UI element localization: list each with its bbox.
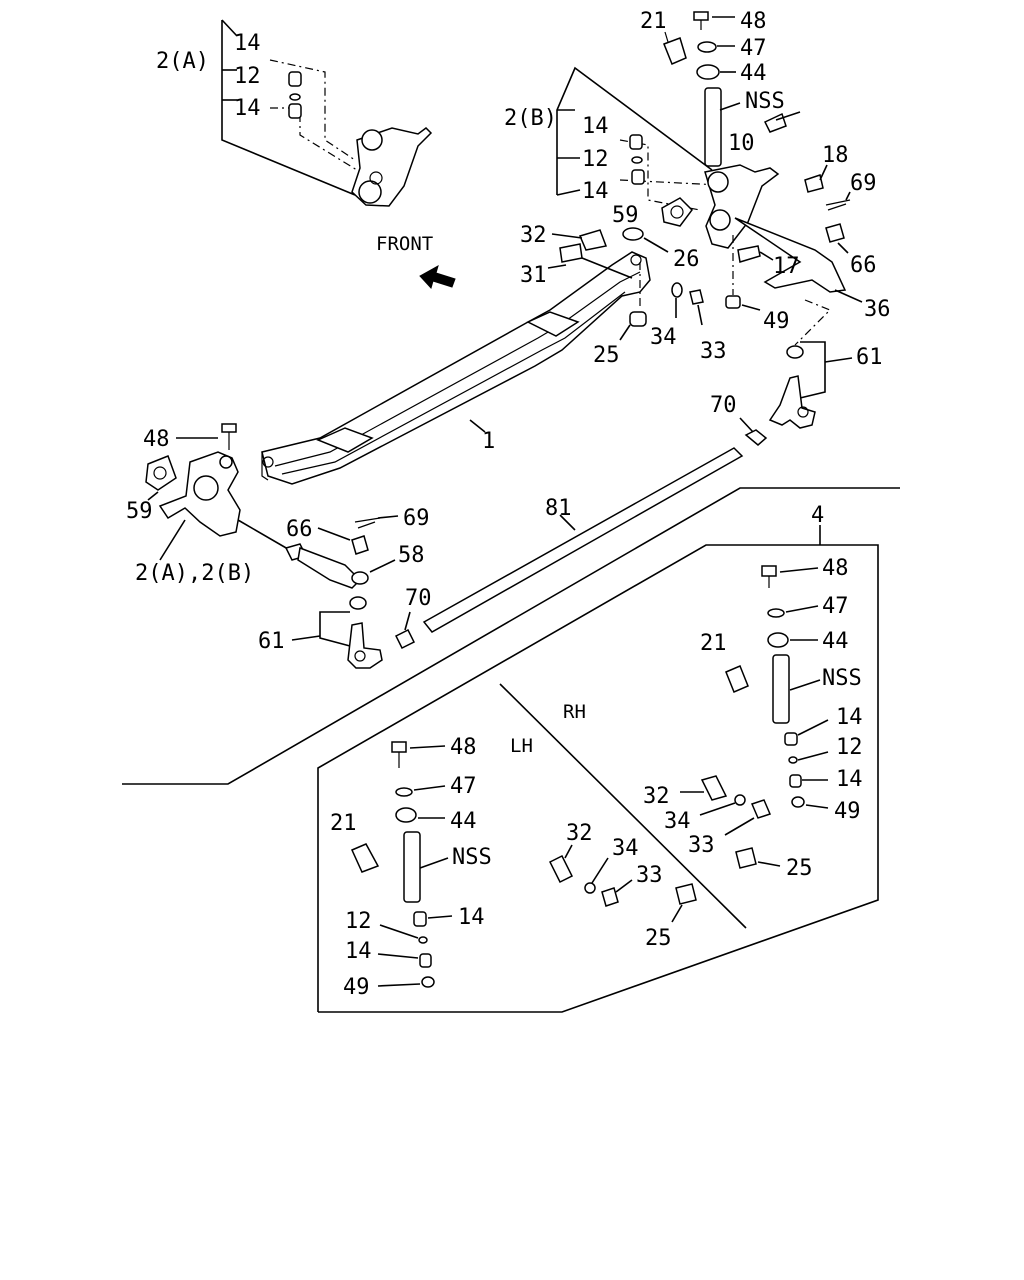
label-2b-top: 2(B) <box>504 106 557 131</box>
label-34-lh: 34 <box>612 836 639 861</box>
label-44-top: 44 <box>740 61 767 86</box>
label-59-top: 59 <box>612 203 639 228</box>
label-21-rh: 21 <box>700 631 727 656</box>
label-36: 36 <box>864 297 891 322</box>
tie-rod-end-right: 61 70 <box>710 341 883 446</box>
label-32-lh: 32 <box>566 821 593 846</box>
label-70-left: 70 <box>405 586 432 611</box>
label-nss-lh: NSS <box>452 845 492 870</box>
label-34-top: 34 <box>650 325 677 350</box>
label-47-lh: 47 <box>450 774 477 799</box>
label-32-top: 32 <box>520 223 547 248</box>
label-47-rh: 47 <box>822 594 849 619</box>
label-49-rh: 49 <box>834 799 861 824</box>
label-lh: LH <box>510 735 533 757</box>
label-14-rh2: 14 <box>836 767 863 792</box>
label-48-rh: 48 <box>822 556 849 581</box>
label-4: 4 <box>811 503 824 528</box>
label-14-b1: 14 <box>582 114 609 139</box>
label-10: 10 <box>728 131 755 156</box>
label-48-lh: 48 <box>450 735 477 760</box>
label-14-rh1: 14 <box>836 705 863 730</box>
front-arrow-icon <box>419 264 456 289</box>
label-59-left: 59 <box>126 499 153 524</box>
label-nss-rh: NSS <box>822 666 862 691</box>
label-21-top: 21 <box>640 9 667 34</box>
label-66-left: 66 <box>286 517 313 542</box>
label-14-lh1: 14 <box>458 905 485 930</box>
axle-beam-group: 1 32 26 31 34 25 33 <box>261 223 727 485</box>
label-44-rh: 44 <box>822 629 849 654</box>
kit-4-group: 4 RH LH <box>122 487 900 1013</box>
label-12-a: 12 <box>234 64 261 89</box>
kit-lh-parts: 48 47 44 21 NSS 14 12 14 49 32 34 33 25 <box>330 735 697 1000</box>
label-21-lh: 21 <box>330 811 357 836</box>
label-81: 81 <box>545 496 572 521</box>
label-17: 17 <box>773 254 800 279</box>
knuckle-left-group: 48 59 66 69 58 2(A),2(B) <box>126 423 430 589</box>
label-33-lh: 33 <box>636 863 663 888</box>
label-69-left: 69 <box>403 506 430 531</box>
label-33-rh: 33 <box>688 833 715 858</box>
label-58: 58 <box>398 543 425 568</box>
label-70-right: 70 <box>710 393 737 418</box>
label-rh: RH <box>563 701 586 723</box>
label-14-a2: 14 <box>234 96 261 121</box>
label-25-lh: 25 <box>645 926 672 951</box>
front-indicator: FRONT <box>376 233 456 289</box>
label-34-rh: 34 <box>664 809 691 834</box>
label-69-top: 69 <box>850 171 877 196</box>
label-12-lh: 12 <box>345 909 372 934</box>
knuckle-2a-group: 2(A) 14 12 14 <box>156 19 433 207</box>
label-48-top: 48 <box>740 9 767 34</box>
label-12-rh: 12 <box>836 735 863 760</box>
label-25-rh: 25 <box>786 856 813 881</box>
knuckle-2b-group: 2(B) 14 12 14 <box>504 9 891 346</box>
label-1: 1 <box>482 429 495 454</box>
label-47-top: 47 <box>740 36 767 61</box>
label-2a-top: 2(A) <box>156 49 209 74</box>
tie-rod-group: 81 <box>422 447 744 633</box>
label-nss-top: NSS <box>745 89 785 114</box>
label-14-a1: 14 <box>234 31 261 56</box>
label-14-lh2: 14 <box>345 939 372 964</box>
label-31: 31 <box>520 263 547 288</box>
label-61-left: 61 <box>258 629 285 654</box>
label-18: 18 <box>822 143 849 168</box>
label-49-top: 49 <box>763 309 790 334</box>
front-label: FRONT <box>376 233 433 255</box>
label-14-b2: 14 <box>582 179 609 204</box>
label-25-top: 25 <box>593 343 620 368</box>
label-61-right: 61 <box>856 345 883 370</box>
label-33-top: 33 <box>700 339 727 364</box>
label-12-b: 12 <box>582 147 609 172</box>
label-26: 26 <box>673 247 700 272</box>
label-66-top: 66 <box>850 253 877 278</box>
kit-rh-parts: 48 47 44 21 NSS 14 12 14 49 32 34 33 25 <box>643 556 863 881</box>
label-48-left: 48 <box>143 427 170 452</box>
label-44-lh: 44 <box>450 809 477 834</box>
label-2a2b: 2(A),2(B) <box>135 561 254 586</box>
label-32-rh: 32 <box>643 784 670 809</box>
label-49-lh: 49 <box>343 975 370 1000</box>
tie-rod-end-left: 61 70 <box>258 586 432 669</box>
